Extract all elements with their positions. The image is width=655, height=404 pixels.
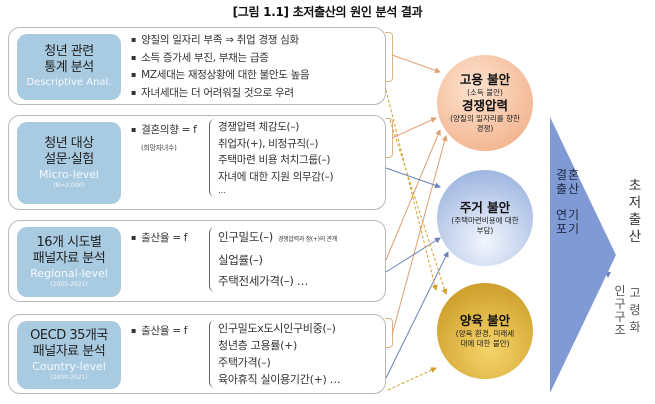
result-triangle — [550, 117, 616, 393]
circle-head: 주거 불안 — [459, 200, 511, 215]
factor-item: 주택마련 비용 처치그룹(–) — [218, 154, 331, 166]
circle-head: 고용 불안 — [459, 72, 511, 87]
factor-item: 취업자(+), 비정규직(–) — [218, 137, 319, 150]
outcome-low-fertility: 초 저 출 산 — [626, 178, 644, 246]
label-descriptive: 청년 관련 통계 분석 Descriptive Anal. — [17, 34, 121, 100]
label-ko-1: OECD 35개국 — [30, 328, 108, 343]
row-micro: 청년 대상 설문·실험 Micro-level (N=2,000) 결혼의향 =… — [8, 115, 386, 210]
outcome-char: 출 — [628, 212, 642, 228]
equation-text: 결혼의향 = f — [131, 122, 197, 137]
bullet-item: 소득 증가세 부진, 부채는 급증 — [131, 50, 309, 68]
outcome-char: 산 — [628, 229, 642, 245]
label-regional: 16개 시도별 패널자료 분석 Regional-level (2005-202… — [17, 227, 121, 297]
outcome-char: 화 — [629, 320, 641, 334]
triangle-line: 출산 — [556, 182, 581, 196]
row-country: OECD 35개국 패널자료 분석 Country-level (2000-20… — [8, 314, 386, 394]
circle-head: 양육 불안 — [459, 313, 511, 328]
label-en: Micro-level — [39, 168, 99, 181]
label-ko-1: 청년 대상 — [44, 136, 94, 151]
factor-item: 육아휴직 실이용기간(+) … — [218, 373, 341, 386]
equation: 출산율 = f — [131, 323, 187, 338]
circle-sub: (주택마련비용에 대한 부담) — [451, 216, 519, 235]
figure-title: [그림 1.1] 초저출산의 원인 분석 결과 — [232, 5, 423, 19]
outcome-char: 인 — [614, 284, 626, 298]
factor-note: 경쟁압력과 정(+)의 관계 — [277, 236, 337, 243]
circle-sub: (양육 환경, 미래세대에 대한 불안) — [455, 329, 515, 348]
bullet-item: 자녀세대는 더 어려워질 것으로 우려 — [131, 85, 309, 103]
factor-text: 인구밀도(–) — [218, 230, 273, 244]
triangle-line: 포기 — [556, 222, 581, 236]
circle-employment: 고용 불안 (소득 불안) 경쟁압력 (양질의 일자리를 향한 경쟁) — [437, 55, 533, 151]
bullet-item: 양질의 일자리 부족 ⇒ 취업 경쟁 심화 — [131, 32, 309, 50]
factor-item: 실업률(–) — [218, 253, 263, 267]
factor-list: 인구밀도x도시인구비중(–) 청년층 고용률(+) 주택가격(–) 육아휴직 실… — [209, 320, 341, 388]
label-ko-2: 패널자료 분석 — [32, 251, 106, 266]
label-en: Country-level — [32, 360, 106, 373]
circle-childcare: 양육 불안 (양육 환경, 미래세대에 대한 불안) — [437, 283, 533, 379]
factor-list: 경쟁압력 체감도(–) 취업자(+), 비정규직(–) 주택마련 비용 처치그룹… — [209, 119, 334, 197]
factor-item: 주택가격(–) — [218, 356, 271, 369]
label-en: Regional-level — [30, 267, 108, 280]
triangle-line: 연기 — [556, 208, 581, 222]
label-ko-1: 16개 시도별 — [36, 235, 102, 250]
factor-item: 청년층 고용률(+) — [218, 339, 298, 352]
equation: 출산율 = f — [131, 230, 187, 245]
factor-item: 자녀에 대한 지원 의무감(–) — [218, 170, 334, 183]
triangle-text-2: 연기 포기 — [556, 208, 580, 236]
outcome-char: 구 — [614, 297, 626, 311]
outcome-char: 령 — [629, 303, 641, 317]
circle-head-2: 경쟁압력 — [461, 98, 508, 113]
equation-text: 출산율 = f — [131, 323, 187, 338]
outcome-char: 저 — [628, 195, 642, 211]
factor-item: … — [218, 186, 226, 195]
factor-item: 주택전세가격(–) … — [218, 274, 309, 288]
label-sub: (2000-2021) — [50, 374, 88, 381]
factor-list: 인구밀도(–) 경쟁압력과 정(+)의 관계 실업률(–) 주택전세가격(–) … — [209, 227, 337, 292]
label-ko-1: 청년 관련 — [44, 44, 94, 59]
label-en: Descriptive Anal. — [26, 77, 112, 88]
outcome-aging: 고 령 화 — [628, 285, 642, 336]
factor-item: 인구밀도(–) 경쟁압력과 정(+)의 관계 — [218, 227, 337, 250]
row-descriptive: 청년 관련 통계 분석 Descriptive Anal. 양질의 일자리 부족… — [8, 27, 386, 105]
equation-text: 출산율 = f — [131, 230, 187, 245]
label-ko-2: 패널자료 분석 — [32, 344, 106, 359]
circle-housing: 주거 불안 (주택마련비용에 대한 부담) — [437, 170, 533, 266]
equation-sub: (희망자녀수) — [141, 144, 177, 152]
label-ko-2: 설문·실험 — [44, 152, 94, 167]
label-sub: (2005-2021) — [50, 281, 88, 288]
bullet-item: MZ세대는 재정상황에 대한 불안도 높음 — [131, 67, 310, 85]
outcome-char: 초 — [628, 178, 642, 194]
bullet-list: 양질의 일자리 부족 ⇒ 취업 경쟁 심화 소득 증가세 부진, 부채는 급증 … — [131, 32, 310, 103]
circle-sub: (소득 불안) — [467, 88, 503, 97]
outcome-char: 고 — [629, 286, 641, 300]
label-country: OECD 35개국 패널자료 분석 Country-level (2000-20… — [17, 321, 121, 389]
bracket-row1 — [385, 32, 393, 82]
factor-item: 인구밀도x도시인구비중(–) — [218, 322, 336, 335]
label-micro: 청년 대상 설문·실험 Micro-level (N=2,000) — [17, 122, 121, 204]
outcome-char: 조 — [614, 323, 626, 337]
label-ko-2: 통계 분석 — [44, 60, 94, 75]
factor-item: 경쟁압력 체감도(–) — [218, 121, 300, 133]
circle-sub-2: (양질의 일자리를 향한 경쟁) — [450, 114, 520, 133]
outcome-char: 구 — [614, 310, 626, 324]
label-sub: (N=2,000) — [53, 182, 85, 189]
triangle-line: 결혼 — [556, 168, 581, 182]
row-regional: 16개 시도별 패널자료 분석 Regional-level (2005-202… — [8, 220, 386, 302]
outcome-population-structure: 인 구 구 조 — [613, 285, 627, 337]
equation: 결혼의향 = f (희망자녀수) — [131, 122, 197, 153]
triangle-text-1: 결혼 출산 — [556, 168, 580, 196]
